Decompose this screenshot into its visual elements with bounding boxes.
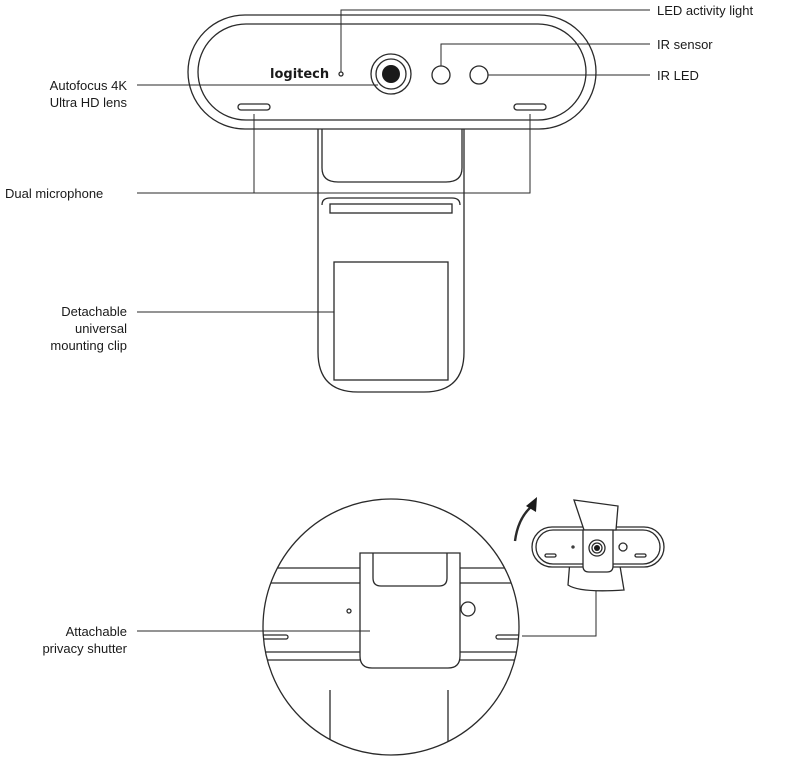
curved-arrow-icon — [513, 497, 537, 542]
lens — [370, 53, 412, 95]
mounting-clip-label: Detachable universal mounting clip — [0, 303, 127, 354]
mounting-clip — [317, 127, 465, 393]
privacy-shutter — [359, 552, 461, 669]
privacy-shutter-label: Attachable privacy shutter — [0, 623, 127, 657]
callout-lines — [137, 9, 650, 313]
mounting-clip-label-line2: universal — [74, 321, 127, 336]
mounting-clip-label-line3: mounting clip — [50, 338, 127, 353]
privacy-shutter-label-line1: Attachable — [65, 624, 127, 639]
autofocus-lens-label-line2: Ultra HD lens — [49, 95, 127, 110]
autofocus-lens-label-line1: Autofocus 4K — [49, 78, 127, 93]
privacy-shutter-label-line2: privacy shutter — [42, 641, 127, 656]
ir-led-label: IR LED — [657, 68, 699, 83]
webcam-thumbnail — [531, 499, 665, 592]
dual-microphone — [237, 103, 547, 111]
led-activity-light-label: LED activity light — [657, 3, 754, 18]
mounting-clip-label-line1: Detachable — [61, 304, 127, 319]
dual-microphone-label: Dual microphone — [5, 186, 104, 201]
privacy-callout-lines — [137, 590, 597, 637]
ir-sensor-label: IR sensor — [657, 37, 713, 52]
zoom-circle — [262, 498, 520, 756]
upper-hinge — [321, 120, 463, 183]
logitech-logo: logitech — [270, 67, 330, 82]
zoom-detail — [263, 552, 519, 755]
autofocus-lens-label: Autofocus 4K Ultra HD lens — [0, 77, 127, 111]
